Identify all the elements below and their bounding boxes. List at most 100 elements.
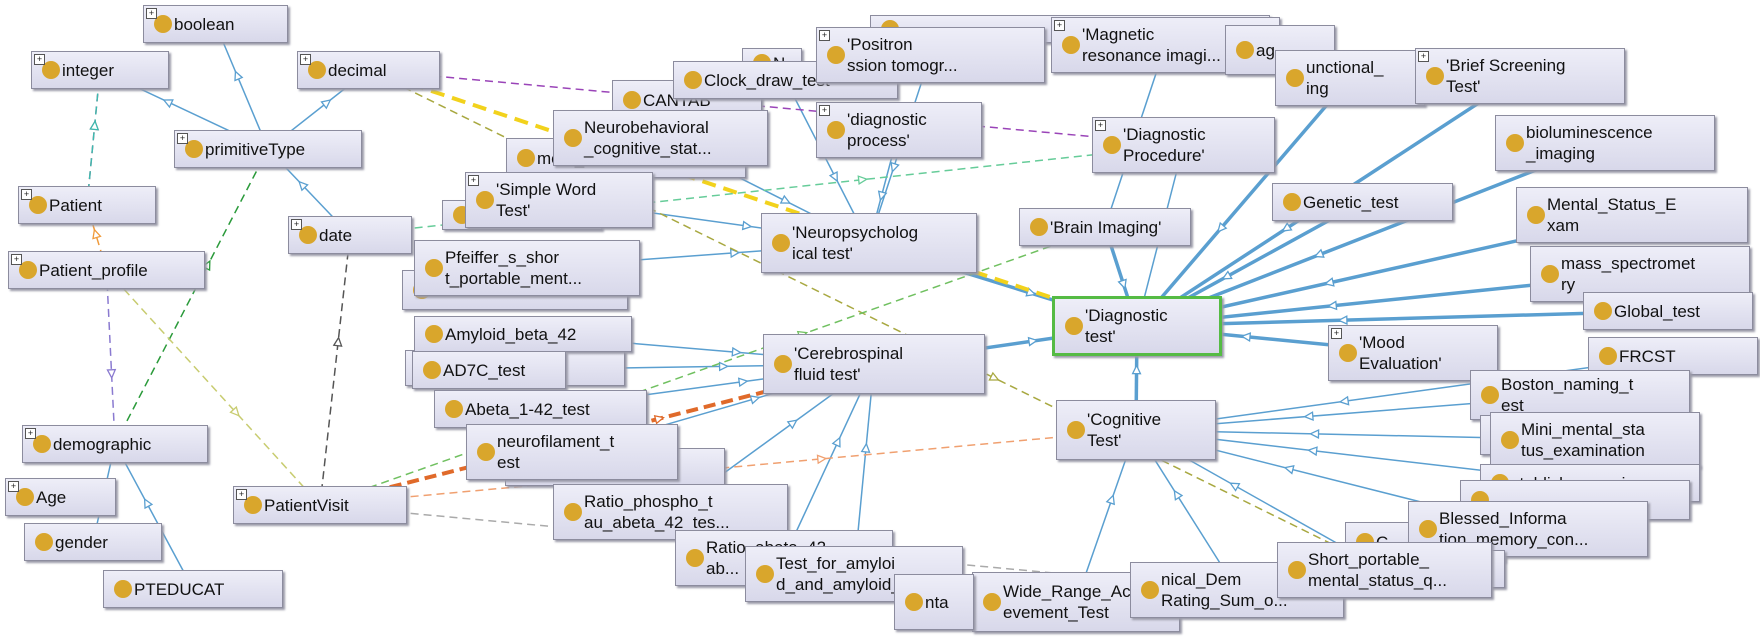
node-patient[interactable]: + Patient (18, 186, 156, 224)
node-nta[interactable]: nta (894, 574, 974, 630)
node-widerange[interactable]: Wide_Range_Achi evement_Test (972, 572, 1180, 632)
node-gender[interactable]: gender (24, 523, 162, 561)
node-ad7c[interactable]: AD7C_test (412, 351, 566, 389)
node-boolean[interactable]: +boolean (143, 5, 288, 43)
class-icon (1141, 581, 1159, 599)
node-label: 'Neuropsycholog ical test' (792, 223, 919, 263)
node-label: Patient (49, 195, 102, 215)
expand-icon[interactable]: + (21, 189, 32, 200)
class-icon (517, 149, 535, 167)
node-amyloid[interactable]: Amyloid_beta_42 (414, 316, 632, 352)
expand-icon[interactable]: + (291, 219, 302, 230)
node-mentalstatus[interactable]: Mental_Status_E xam (1516, 187, 1748, 243)
expand-icon[interactable]: + (819, 105, 830, 116)
arrow-head (653, 414, 665, 425)
node-label: Global_test (1614, 301, 1700, 321)
class-icon (564, 503, 582, 521)
node-cognitive[interactable]: 'Cognitive Test' (1056, 400, 1216, 460)
arrow-head (162, 99, 174, 109)
node-label: Test_for_amyloi d_and_amyloid_p... (776, 554, 925, 594)
class-icon (1501, 431, 1519, 449)
subclass-edge (1135, 76, 1352, 328)
arrow-head (320, 99, 332, 110)
node-cerebrospinal[interactable]: 'Cerebrospinal fluid test' (763, 334, 985, 394)
node-clockdraw[interactable]: Clock_draw_test (673, 61, 898, 99)
class-icon (1283, 193, 1301, 211)
node-label: Short_portable_ mental_status_q... (1308, 550, 1447, 590)
expand-icon[interactable]: + (1095, 120, 1106, 131)
node-label: integer (62, 60, 114, 80)
class-icon (564, 129, 582, 147)
node-functional[interactable]: unctional_ ing (1275, 50, 1425, 106)
expand-icon[interactable]: + (8, 481, 19, 492)
node-patientvisit[interactable]: +PatientVisit (233, 486, 407, 524)
expand-icon[interactable]: + (236, 489, 247, 500)
node-label: unctional_ ing (1306, 58, 1384, 98)
node-date[interactable]: +date (288, 216, 412, 254)
class-icon (772, 234, 790, 252)
class-icon (1103, 136, 1121, 154)
class-icon (827, 121, 845, 139)
node-demographic[interactable]: + demographic (22, 425, 208, 463)
node-age[interactable]: +Age (5, 478, 116, 516)
node-diagprocedure[interactable]: +'Diagnostic Procedure' (1092, 117, 1275, 173)
expand-icon[interactable]: + (11, 254, 22, 265)
expand-icon[interactable]: + (25, 428, 36, 439)
node-abeta[interactable]: Abeta_1-42_test (434, 390, 647, 428)
class-icon (1599, 347, 1617, 365)
node-label: decimal (328, 60, 387, 80)
expand-icon[interactable]: + (146, 8, 157, 19)
node-frcst[interactable]: FRCST (1588, 337, 1758, 375)
arrow-head (106, 368, 117, 380)
node-boston[interactable]: Boston_naming_t est (1470, 370, 1690, 420)
class-icon (1062, 36, 1080, 54)
expand-icon[interactable]: + (1331, 328, 1342, 339)
class-icon (1506, 134, 1524, 152)
node-neurofilament[interactable]: neurofilament_t est (466, 424, 678, 480)
expand-icon[interactable]: + (1054, 20, 1065, 31)
arrow-head (234, 70, 244, 82)
node-magnetic[interactable]: +'Magnetic resonance imagi... (1051, 17, 1280, 73)
node-genetic[interactable]: Genetic_test (1272, 183, 1453, 221)
arrow-head (1283, 464, 1295, 475)
node-diagprocess[interactable]: +'diagnostic process' (816, 102, 982, 158)
node-decimal[interactable]: + decimal (297, 51, 440, 89)
node-positron[interactable]: +'Positron ssion tomogr... (816, 27, 1045, 83)
expand-icon[interactable]: + (177, 133, 188, 144)
node-mmse[interactable]: Mini_mental_sta tus_examination (1490, 412, 1700, 468)
class-icon (476, 191, 494, 209)
node-diagnostictest[interactable]: 'Diagnostic test' (1052, 296, 1222, 356)
node-neurobehavioral[interactable]: Neurobehavioral _cognitive_stat... (553, 110, 768, 166)
node-mood[interactable]: +'Mood Evaluation' (1328, 325, 1498, 381)
arrow-head (1338, 395, 1350, 406)
expand-icon[interactable]: + (34, 54, 45, 65)
node-neuropsych[interactable]: 'Neuropsycholog ical test' (761, 213, 977, 273)
expand-icon[interactable]: + (468, 175, 479, 186)
arrow-head (1307, 446, 1318, 457)
node-brainimaging[interactable]: 'Brain Imaging' (1019, 208, 1191, 246)
node-patient-profile[interactable]: +Patient_profile (8, 251, 205, 289)
node-integer[interactable]: + integer (31, 51, 169, 89)
node-global[interactable]: Global_test (1583, 292, 1753, 330)
node-label: Neurobehavioral _cognitive_stat... (584, 118, 712, 158)
expand-icon[interactable]: + (300, 54, 311, 65)
node-pteducat[interactable]: PTEDUCAT (103, 570, 283, 608)
expand-icon[interactable]: + (1418, 51, 1429, 62)
class-icon (114, 580, 132, 598)
arrow-head (143, 497, 154, 510)
node-label: Mini_mental_sta tus_examination (1521, 420, 1645, 460)
expand-icon[interactable]: + (819, 30, 830, 41)
node-primitivetype[interactable]: +primitiveType (174, 130, 362, 168)
arrow-head (92, 228, 102, 240)
property-edge (105, 269, 116, 445)
node-bioluminescence[interactable]: bioluminescence _imaging (1495, 115, 1715, 171)
node-pfeiffer[interactable]: Pfeiffer_s_shor t_portable_ment... (414, 240, 640, 296)
node-label: neurofilament_t est (497, 432, 615, 472)
class-icon (423, 361, 441, 379)
node-simpleword[interactable]: +'Simple Word Test' (465, 172, 653, 228)
class-icon (477, 443, 495, 461)
node-shortportable[interactable]: Short_portable_ mental_status_q... (1277, 542, 1492, 598)
node-label: demographic (53, 434, 152, 454)
node-briefscreening[interactable]: +'Brief Screening Test' (1415, 48, 1625, 104)
class-icon (1030, 218, 1048, 236)
